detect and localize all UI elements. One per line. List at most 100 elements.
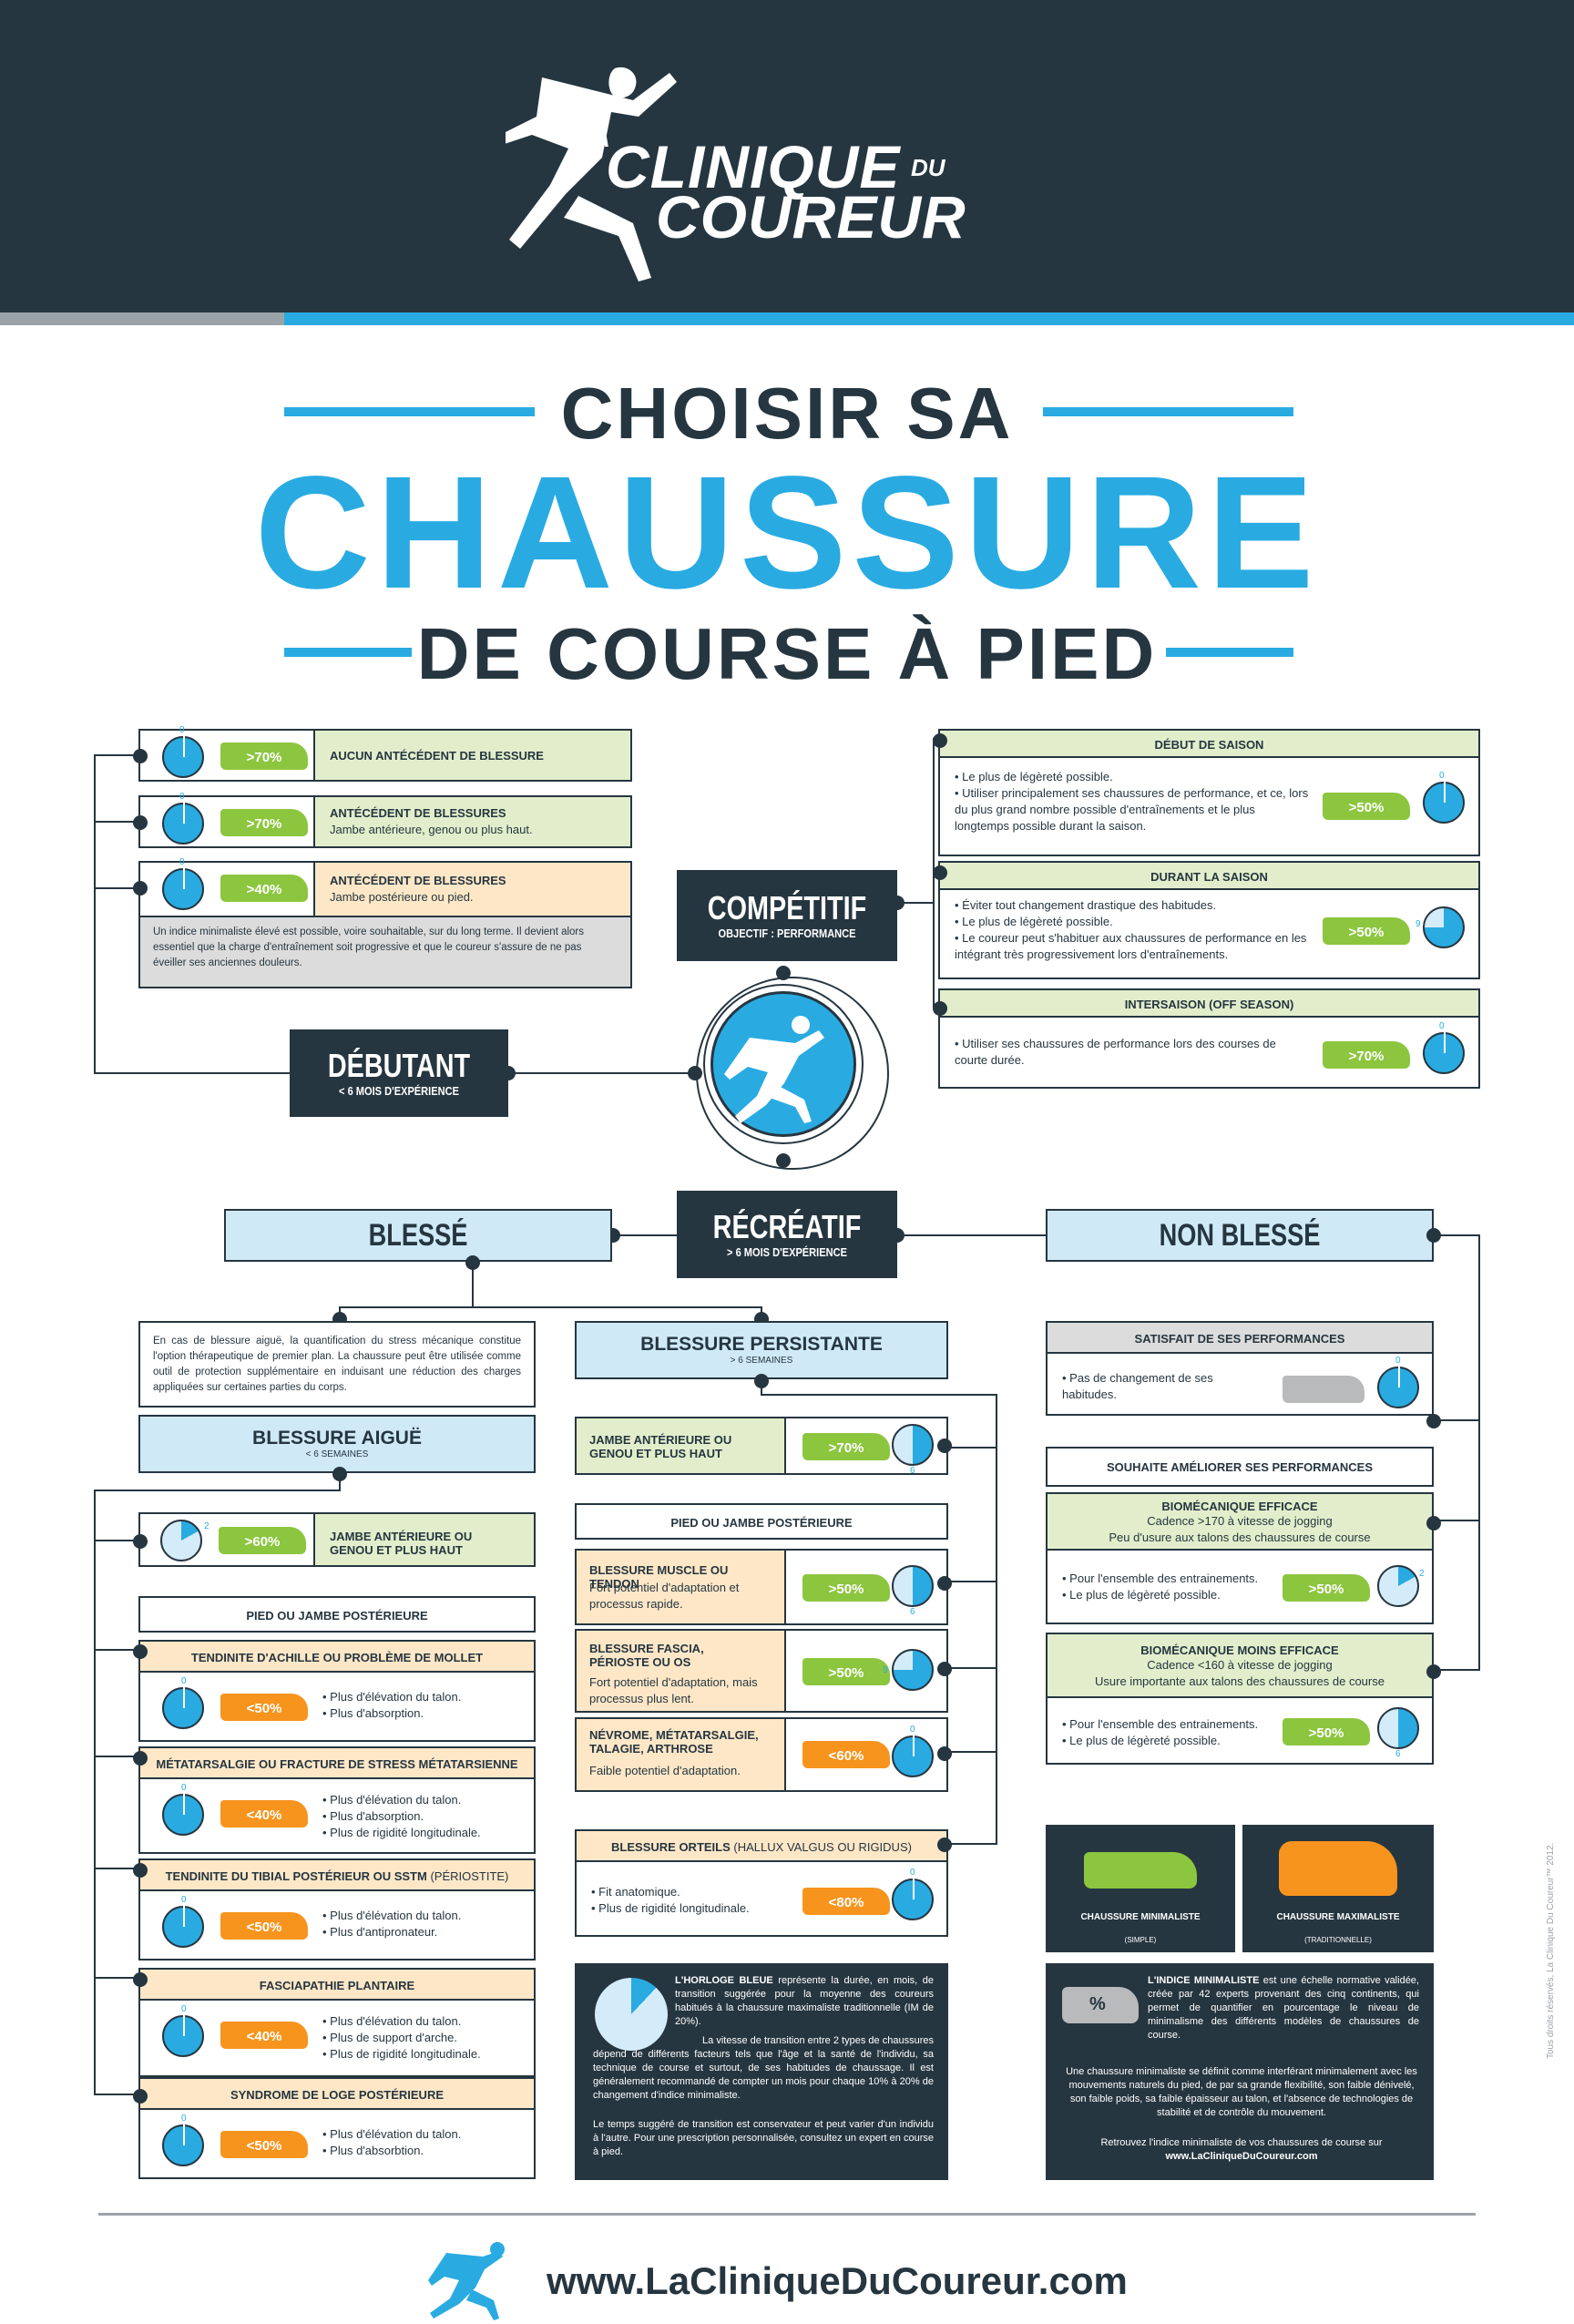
title-rule-right (1043, 407, 1293, 416)
indice-link[interactable]: www.LaCliniqueDuCoureur.com (1165, 2151, 1318, 2162)
shoe-icon: <40% (220, 1800, 308, 1827)
shoe-icon: >70% (1323, 1041, 1410, 1069)
runner-logo-icon (506, 67, 677, 282)
clock-icon (892, 1424, 934, 1466)
bullet-list: Fit anatomique. Plus de rigidité longitu… (591, 1884, 801, 1917)
logo-la: LA (578, 125, 610, 152)
shoe-icon: >50% (1283, 1574, 1370, 1602)
clock-icon (162, 1906, 204, 1948)
bullet-list: Plus d'élévation du talon. Plus d'antipr… (322, 1908, 532, 1940)
bullet-list: Plus d'élévation du talon. Plus d'absorb… (322, 2126, 532, 2159)
node-non-blesse[interactable]: NON BLESSÉ (1046, 1209, 1434, 1262)
persistante-orteils: BLESSURE ORTEILS (HALLUX VALGUS OU RIGID… (575, 1829, 952, 1937)
persistante-posterior-title: PIED OU JAMBE POSTÉRIEURE (575, 1503, 948, 1540)
runner-footer-icon (428, 2242, 505, 2320)
title-rule-left-2 (284, 648, 412, 657)
clock-icon (1423, 782, 1465, 824)
persistante-item-1: BLESSURE MUSCLE OU TENDON Fort potentiel… (575, 1549, 952, 1625)
clock-icon (162, 2015, 204, 2057)
legend-maximaliste: CHAUSSURE MAXIMALISTE (TRADITIONNELLE) (1242, 1825, 1434, 1952)
clock-icon (162, 2124, 204, 2166)
aigue-item-1: TENDINITE D'ACHILLE OU PROBLÈME DE MOLLE… (133, 1640, 536, 1742)
shoe-icon: >50% (1283, 1718, 1370, 1746)
clock-icon (1377, 1367, 1419, 1408)
clock-icon (1423, 906, 1465, 948)
blessure-persistante-header: BLESSURE PERSISTANTE > 6 SEMAINES (575, 1321, 948, 1379)
center-ring (696, 977, 889, 1170)
runner-center-icon (710, 991, 856, 1137)
persistante-item-3: NÉVROME, MÉTATARSALGIE, TALAGIE, ARTHROS… (575, 1717, 952, 1792)
non-blesse-satisfait: SATISFAIT DE SES PERFORMANCES Pas de cha… (1046, 1321, 1441, 1428)
debutant-row-1: 0 >70% AUCUN ANTÉCÉDENT DE BLESSURE (133, 725, 632, 782)
competitif-durant: DURANT LA SAISON Éviter tout changement … (933, 861, 1480, 979)
title-line2: CHAUSSURE (254, 444, 1320, 622)
node-debutant[interactable]: DÉBUTANT < 6 MOIS D'EXPÉRIENCE (290, 1029, 508, 1117)
footer-url[interactable]: www.LaCliniqueDuCoureur.com (547, 2259, 1128, 2302)
title-line3: DE COURSE À PIED (416, 613, 1158, 694)
clock-icon (892, 1565, 934, 1607)
biomecanique-moins-efficace: BIOMÉCANIQUE MOINS EFFICACE Cadence <160… (1046, 1633, 1441, 1765)
bullet-list: Plus d'élévation du talon. Plus de suppo… (322, 2013, 532, 2063)
shoe-icon: >50% (1323, 917, 1410, 945)
legend-minimaliste: CHAUSSURE MINIMALISTE (SIMPLE) (1046, 1825, 1235, 1952)
shoe-icon: <60% (802, 1741, 890, 1768)
aigue-anterior: 2 >60% JAMBE ANTÉRIEURE OU GENOU ET PLUS… (133, 1512, 536, 1567)
aigue-item-4: FASCIAPATHIE PLANTAIRE 0 <40% Plus d'élé… (133, 1968, 536, 2077)
shoe-icon: <50% (220, 1694, 308, 1721)
debutant-note: Un indice minimaliste élevé est possible… (153, 927, 585, 968)
bullet-list: Pour l'ensemble des entrainements. Le pl… (1062, 1571, 1290, 1603)
shoe-icon: >50% (802, 1574, 890, 1602)
shoe-icon: >70% (802, 1433, 890, 1460)
aigue-item-3: TENDINITE DU TIBIAL POSTÉRIEUR OU SSTM (… (133, 1858, 536, 1961)
blessure-aigue-header: BLESSURE AIGUË < 6 SEMAINES (138, 1415, 536, 1473)
bullet-list: Utiliser ses chaussures de performance l… (955, 1036, 1310, 1069)
node-competitif[interactable]: COMPÉTITIF OBJECTIF : PERFORMANCE (677, 870, 897, 961)
clock-icon (1377, 1565, 1419, 1607)
clock-icon (160, 1520, 202, 1561)
shoe-icon: <50% (220, 2131, 308, 2158)
clock-icon (162, 736, 204, 778)
orange-shoe-icon (1279, 1841, 1397, 1896)
title-line1: CHOISIR SA (560, 373, 1014, 454)
blesse-intro: En cas de blessure aiguë, la quantificat… (138, 1321, 536, 1408)
logo[interactable]: LA CLINIQUE DU COUREUR (506, 59, 1052, 296)
persistante-item-2: BLESSURE FASCIA, PÉRIOSTE OU OS Fort pot… (575, 1629, 952, 1713)
aigue-posterior-title: PIED OU JAMBE POSTÉRIEURE (138, 1596, 536, 1633)
aigue-item-5: SYNDROME DE LOGE POSTÉRIEURE 0 <50% Plus… (133, 2077, 536, 2179)
competitif-debut: DÉBUT DE SAISON Le plus de légèreté poss… (933, 729, 1480, 856)
bullet-list: Éviter tout changement drastique des hab… (955, 897, 1310, 963)
shoe-icon: >50% (802, 1658, 890, 1685)
shoe-icon: >70% (220, 809, 308, 836)
legend-indice: % L'INDICE MINIMALISTE est une échelle n… (1046, 1963, 1434, 2180)
clock-icon (1423, 1032, 1465, 1074)
shoe-icon: >70% (220, 742, 308, 770)
clock-icon (162, 1794, 204, 1836)
green-shoe-icon (1084, 1852, 1197, 1889)
clock-icon (162, 1687, 204, 1729)
shoe-icon: <80% (802, 1888, 890, 1915)
biomecanique-efficace: BIOMÉCANIQUE EFFICACE Cadence >170 à vit… (1046, 1492, 1441, 1624)
shoe-icon: <50% (220, 1912, 308, 1940)
clock-icon (892, 1649, 934, 1691)
node-blesse[interactable]: BLESSÉ (224, 1209, 612, 1262)
header-stripe-gray (0, 312, 284, 325)
logo-du: DU (911, 154, 945, 181)
clock-icon (162, 868, 204, 910)
node-recreatif[interactable]: RÉCRÉATIF > 6 MOIS D'EXPÉRIENCE (677, 1191, 897, 1278)
aigue-item-2: MÉTATARSALGIE OU FRACTURE DE STRESS MÉTA… (133, 1746, 536, 1854)
clock-icon (1377, 1707, 1419, 1749)
shoe-icon: <40% (220, 2022, 308, 2049)
shoe-icon: >60% (219, 1527, 306, 1554)
debutant-row-2: 0 >70% ANTÉCÉDENT DE BLESSURES Jambe ant… (133, 792, 632, 848)
title-rule-right-2 (1166, 648, 1293, 657)
clock-icon (892, 1735, 934, 1777)
bullet-list: Pas de changement de ses habitudes. (1062, 1370, 1253, 1403)
indice-shoe-icon: % (1062, 1987, 1139, 2023)
header-stripe-blue (284, 312, 1574, 325)
title-rule-left (284, 407, 535, 416)
bullet-list: Plus d'élévation du talon. Plus d'absorp… (322, 1689, 532, 1722)
competitif-intersaison: INTERSAISON (OFF SEASON) Utiliser ses ch… (933, 988, 1480, 1089)
gray-shoe-icon (1283, 1376, 1364, 1403)
header-banner: LA CLINIQUE DU COUREUR (0, 0, 1574, 312)
bullet-list: Le plus de légèreté possible. Utiliser p… (955, 769, 1310, 834)
